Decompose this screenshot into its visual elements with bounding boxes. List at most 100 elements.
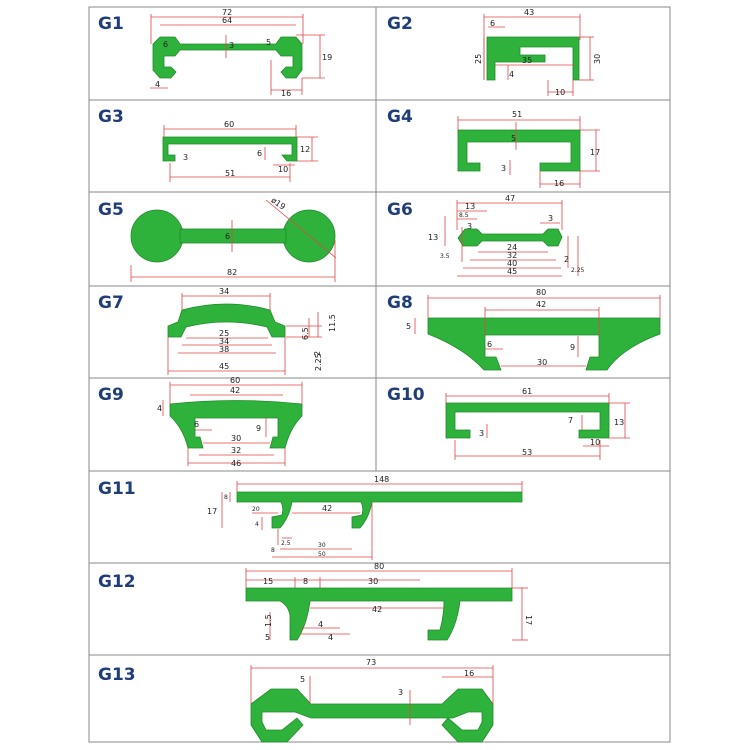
dimension-label: 2 <box>313 351 322 356</box>
dimension-label: 20 <box>252 506 260 513</box>
dimension-label: 3 <box>398 688 403 697</box>
dimension-label: 42 <box>536 300 546 309</box>
dimension-label: 4 <box>157 404 162 413</box>
dimension-label: 30 <box>231 434 241 443</box>
profile-label: G9 <box>98 385 124 405</box>
catalog-frame <box>88 6 671 743</box>
dimension-label: 5 <box>266 38 271 47</box>
dimension-label: 3 <box>229 41 234 50</box>
profile-label: G11 <box>98 479 136 499</box>
dimension-label: 8 <box>271 547 275 554</box>
dimension-label: 9 <box>256 424 261 433</box>
profile-label: G7 <box>98 293 124 313</box>
dimension-label: 64 <box>222 16 232 25</box>
dimension-label: 17 <box>590 148 600 157</box>
dimension-label: 5 <box>406 322 411 331</box>
dimension-label: 4 <box>155 80 160 89</box>
dimension-label: 32 <box>507 251 517 260</box>
dimension-label: 1.5 <box>264 614 273 627</box>
dimension-label: 47 <box>505 194 515 203</box>
dimension-label: 34 <box>219 337 229 346</box>
dimension-label: 3 <box>501 164 506 173</box>
dimension-label: 11.5 <box>328 314 337 332</box>
dimension-label: 4 <box>328 633 333 642</box>
dimension-label: 16 <box>281 89 291 98</box>
profile-label: G1 <box>98 14 124 34</box>
dimension-label: 8 <box>303 577 308 586</box>
profile-g13: G13 73 5 16 3 <box>98 658 494 743</box>
dimension-label: 82 <box>227 268 237 277</box>
profile-g1: G1 72 64 6 3 5 19 4 16 <box>98 8 332 98</box>
dimension-label: 6 <box>163 40 168 49</box>
dimension-label: 15 <box>263 577 273 586</box>
dimension-label: 3 <box>467 222 472 231</box>
dimension-label: 72 <box>222 8 232 17</box>
dimension-label: 6.5 <box>301 327 310 340</box>
dimension-label: 30 <box>368 577 378 586</box>
profile-g4: G4 51 5 17 3 16 <box>387 107 600 188</box>
dimension-label: 80 <box>374 562 384 571</box>
dimension-label: 5 <box>300 675 305 684</box>
dimension-label: 8 <box>224 494 228 501</box>
profile-label: G4 <box>387 107 413 127</box>
dimension-label: 5 <box>265 633 270 642</box>
profile-shape <box>457 228 563 247</box>
profile-shape <box>169 400 303 449</box>
profile-shape <box>167 303 286 338</box>
dimension-label: 45 <box>507 267 517 276</box>
dimension-label: 80 <box>536 288 546 297</box>
dimension-label: 46 <box>231 459 241 468</box>
dimension-label: 2.25 <box>314 353 323 371</box>
dimension-label: 60 <box>224 120 234 129</box>
dimension-label: 19 <box>322 53 332 62</box>
dimension-label: 10 <box>590 438 600 447</box>
profile-g9: G9 60 42 4 6 9 30 32 46 <box>98 376 303 468</box>
dimension-label: 10 <box>555 88 565 97</box>
dimension-label: 6 <box>225 232 230 241</box>
dimension-label: 12 <box>300 145 310 154</box>
dimension-label: 3 <box>183 153 188 162</box>
profile-label: G2 <box>387 14 413 34</box>
dimension-label: 7 <box>568 416 573 425</box>
dimension-label: 4 <box>509 70 514 79</box>
profile-g7: G7 34 25 34 38 45 6.5 11.5 2 2.25 <box>98 287 337 375</box>
dimension-label: 42 <box>230 386 240 395</box>
dimension-label: 6 <box>257 149 262 158</box>
dimension-label: 4 <box>318 620 323 629</box>
dimension-label: 6 <box>194 420 199 429</box>
dimension-label: 8.5 <box>459 212 469 219</box>
dimension-label: 60 <box>230 376 240 385</box>
dimension-label: 61 <box>522 387 532 396</box>
dimension-label: 13 <box>465 202 475 211</box>
dimension-label: 17 <box>207 507 217 516</box>
dimension-label: 73 <box>366 658 376 667</box>
profile-label: G12 <box>98 572 136 592</box>
profile-label: G10 <box>387 385 425 405</box>
dimension-label: 16 <box>554 179 564 188</box>
profile-g8: G8 80 42 5 6 9 30 <box>387 288 661 371</box>
profile-shape <box>152 36 303 79</box>
profile-g10: G10 61 3 7 13 10 53 <box>387 385 630 460</box>
dimension-label: 6 <box>487 340 492 349</box>
dimension-label: 40 <box>507 259 517 268</box>
dimension-label: 50 <box>318 551 326 558</box>
dimension-label: 25 <box>474 54 483 64</box>
dimension-label: 2.5 <box>281 540 291 547</box>
dimension-label: 42 <box>322 504 332 513</box>
dimension-label: 30 <box>318 542 326 549</box>
profile-label: G3 <box>98 107 124 127</box>
dimension-label: 6 <box>490 19 495 28</box>
dimension-label: 2.25 <box>571 267 585 274</box>
dimension-label: 34 <box>219 287 229 296</box>
dimension-label: 13 <box>614 418 624 427</box>
dimension-label: 43 <box>524 8 534 17</box>
dimension-label: 24 <box>507 243 517 252</box>
profile-shape <box>457 129 581 172</box>
profile-g6: G6 47 13 8.5 3 13 3 24 3.5 32 2 40 2.25 … <box>387 194 585 277</box>
dimension-label: 38 <box>219 345 229 354</box>
dimension-label: 148 <box>374 475 389 484</box>
profile-shape <box>245 587 513 641</box>
profile-label: G13 <box>98 665 136 685</box>
dimension-label: 53 <box>522 448 532 457</box>
